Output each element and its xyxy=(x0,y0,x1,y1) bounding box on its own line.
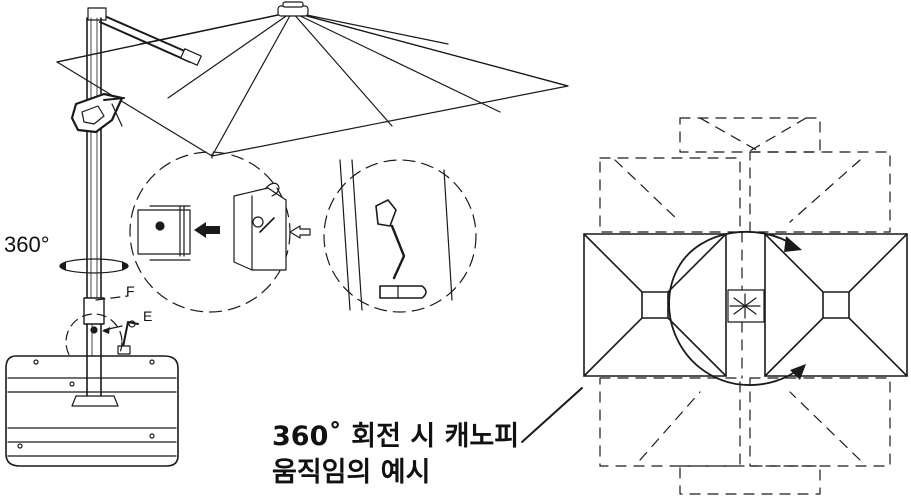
pole-knob xyxy=(90,326,98,334)
rotation-label: 360° xyxy=(4,232,50,257)
part-label-e: E xyxy=(143,308,153,324)
pole xyxy=(83,17,105,397)
part-label-f: F xyxy=(126,283,135,299)
detail-circle-dashed xyxy=(65,295,129,371)
arrow-right-solid xyxy=(194,222,220,238)
canopy xyxy=(56,1,569,157)
rotation-circle-arrow xyxy=(668,230,806,386)
arm-bracket xyxy=(87,7,202,66)
base-plate xyxy=(5,355,179,467)
caption: 360˚ 회전 시 캐노피 움직임의 예시 xyxy=(272,419,519,491)
tilt-handle xyxy=(70,92,125,134)
caption-line-1: 360˚ 회전 시 캐노피 xyxy=(272,421,520,452)
rotation-arrow xyxy=(59,258,129,274)
base-topview xyxy=(727,289,765,323)
canopy-right-topview xyxy=(764,233,908,377)
detail-circle-1 xyxy=(129,151,311,313)
canopy-left-topview xyxy=(583,233,727,377)
crank-handle-small xyxy=(102,320,139,355)
top-view-diagram xyxy=(521,117,908,495)
rotation-ghost-outlines xyxy=(599,117,891,495)
caption-line-2: 움직임의 예시 xyxy=(272,457,431,488)
crank-handle-detail xyxy=(375,199,397,227)
arrow-right-outline xyxy=(289,225,311,239)
leader-line xyxy=(521,387,583,443)
detail-circle-2 xyxy=(323,159,477,313)
